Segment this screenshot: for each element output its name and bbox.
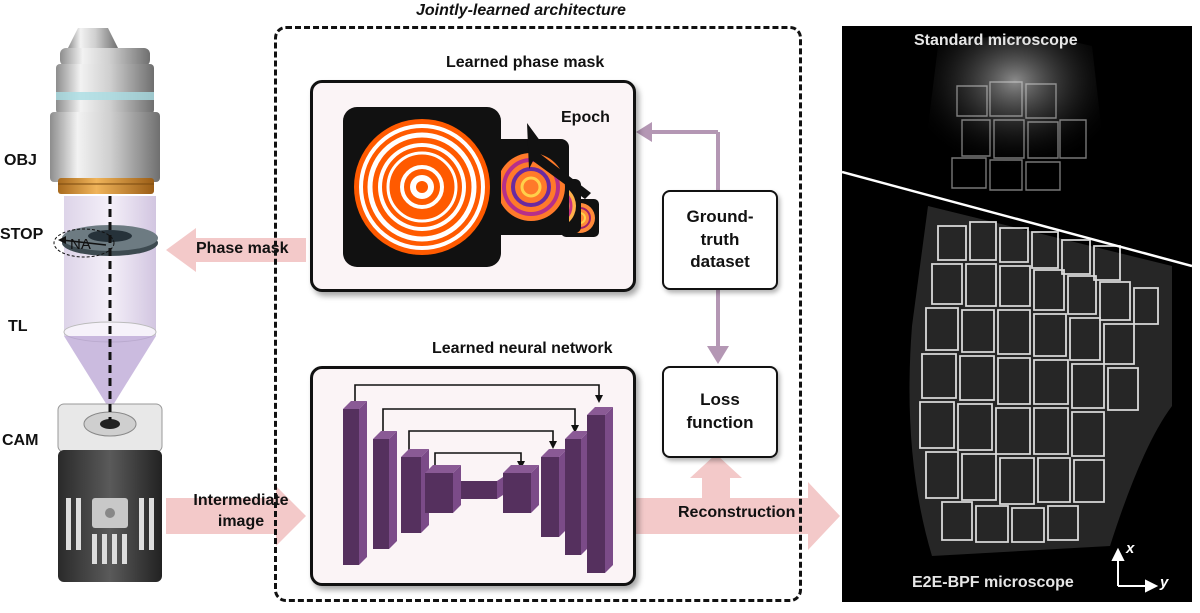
- encoder-block-3: [401, 449, 429, 533]
- tl-label: TL: [8, 318, 28, 335]
- phase-mask-panel-title: Learned phase mask: [446, 54, 605, 71]
- encoder-block-1: [343, 401, 367, 565]
- reconstruction-label: Reconstruction: [678, 504, 796, 521]
- microscopy-image-panel: Standard microscope E2E-BPF microscope x…: [842, 26, 1192, 602]
- loss-line1: Loss: [700, 390, 740, 410]
- microscope-drawing: [50, 28, 163, 582]
- stop-label: STOP: [0, 226, 44, 243]
- phase-mask-panel: Epoch: [310, 80, 636, 292]
- neural-network-panel: [310, 366, 636, 586]
- reconstruction-arrow: [632, 482, 840, 550]
- architecture-title: Jointly-learned architecture: [410, 2, 632, 20]
- epoch-label: Epoch: [561, 109, 610, 126]
- loss-function-box: Loss function: [662, 366, 778, 458]
- ground-truth-dataset-box: Ground- truth dataset: [662, 190, 778, 290]
- cell-image: [842, 26, 1192, 593]
- encoder-block-4: [425, 465, 461, 513]
- phase-mask-stack: [343, 107, 599, 267]
- architecture-frame: [274, 26, 802, 602]
- bottleneck-block: [461, 477, 503, 499]
- decoder-block-1: [587, 407, 613, 573]
- decoder-block-3: [541, 449, 567, 537]
- epoch-arrow: [527, 123, 591, 199]
- standard-microscope-label: Standard microscope: [914, 32, 1078, 49]
- unet-diagram: [343, 384, 613, 573]
- e2e-bpf-microscope-label: E2E-BPF microscope: [912, 574, 1074, 591]
- cam-label: CAM: [2, 432, 39, 449]
- ground-truth-line2: truth: [700, 229, 740, 249]
- loss-feed-arrow: [690, 454, 742, 500]
- intermediate-image-label: Intermediate image: [176, 490, 306, 532]
- na-label: NA: [70, 236, 91, 253]
- intermediate-label-line2: image: [217, 513, 265, 530]
- mask-epoch-1: [343, 107, 501, 267]
- axis-x-label: x: [1126, 540, 1135, 557]
- intermediate-label-line1: Intermediate: [193, 492, 289, 509]
- phase-mask-arrow: [166, 228, 306, 272]
- microscope-illustration: [0, 0, 200, 608]
- encoder-block-2: [373, 431, 397, 549]
- decoder-block-4: [503, 465, 539, 513]
- intermediate-arrow: [166, 486, 306, 546]
- decoder-block-2: [565, 431, 589, 555]
- axis-y-label: y: [1160, 574, 1169, 591]
- network-panel-title: Learned neural network: [432, 340, 613, 357]
- phase-mask-arrow-label: Phase mask: [196, 240, 289, 257]
- obj-label: OBJ: [4, 152, 37, 169]
- loss-line2: function: [686, 413, 754, 432]
- ground-truth-line1: Ground-: [686, 206, 754, 226]
- ground-truth-line3: dataset: [690, 252, 750, 272]
